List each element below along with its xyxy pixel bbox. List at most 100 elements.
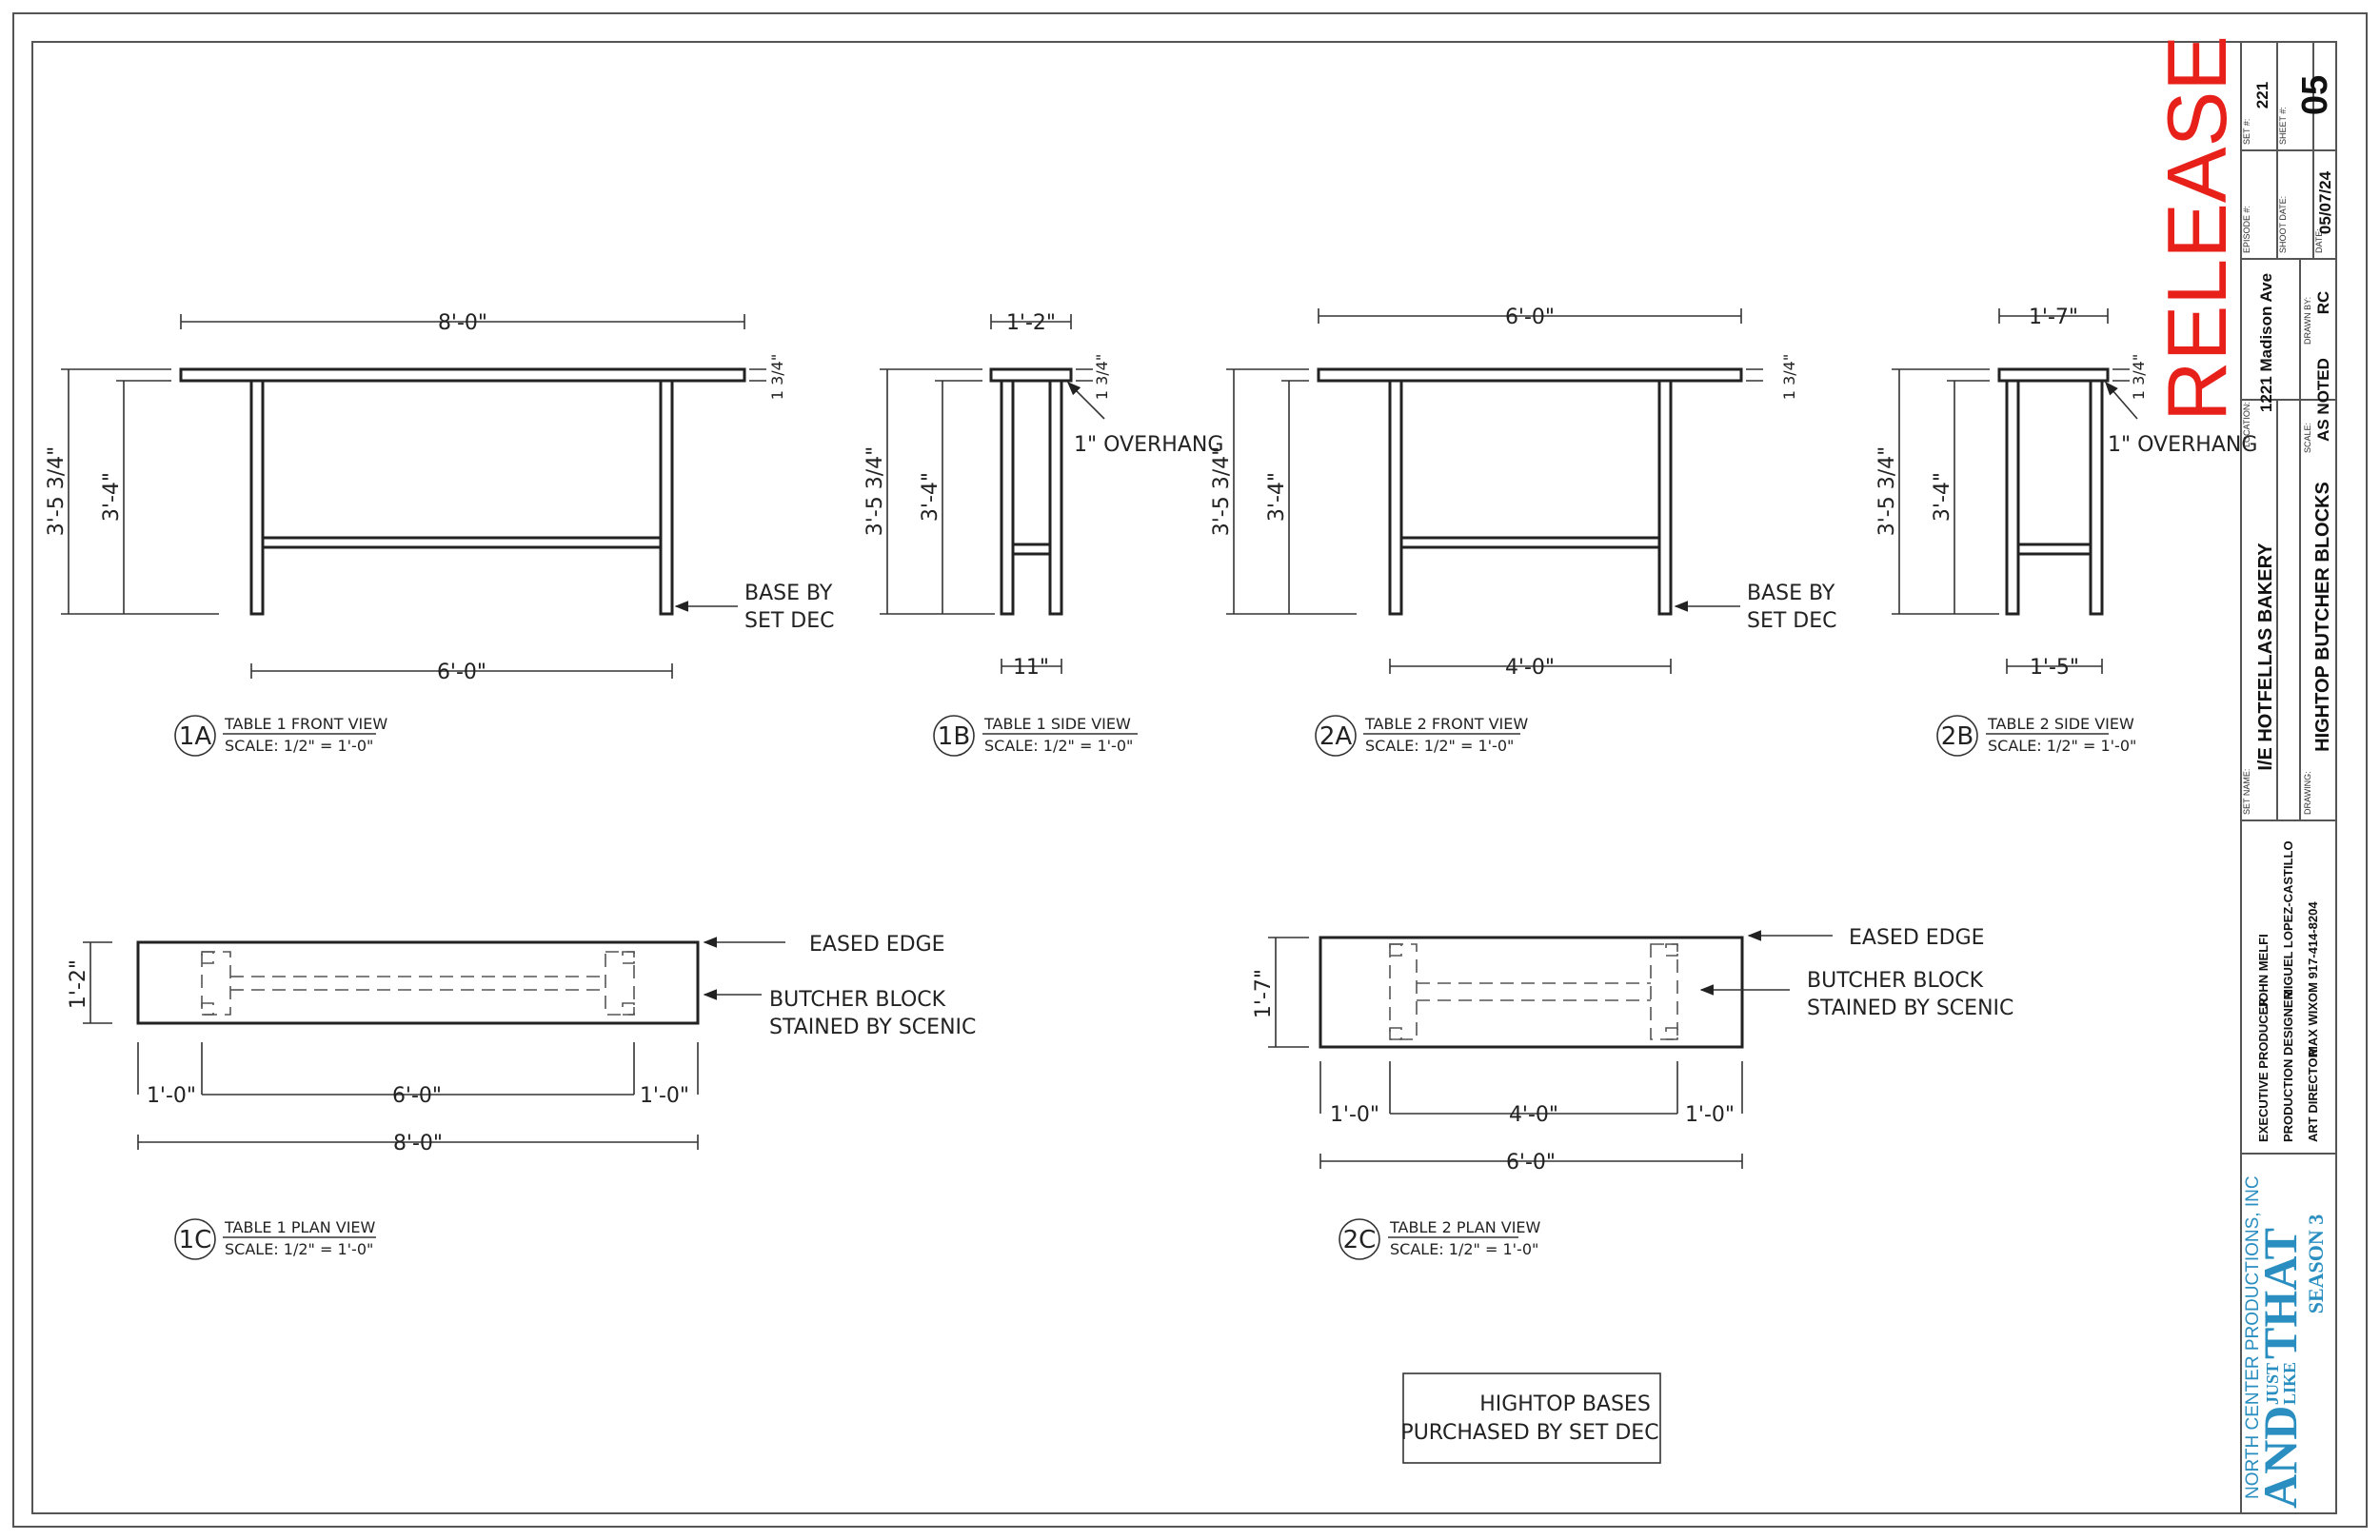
view-scale: SCALE: 1/2" = 1'-0": [225, 737, 373, 755]
note-base-by: BASE BY: [1747, 582, 1835, 605]
show-logo: NORTH CENTER PRODUCTIONS, INC AND JUST L…: [2243, 1175, 2328, 1509]
drawn-by-value: RC: [2314, 291, 2332, 315]
dim-overall-height: 3'-5 3/4": [45, 446, 69, 537]
dim-plan-mid: 6'-0": [392, 1084, 442, 1108]
dim-top-thickness: 1 3/4": [1780, 354, 1798, 400]
dim-base-length: 4'-0": [1505, 656, 1555, 680]
credit-role: ART DIRECTOR: [2306, 1048, 2320, 1142]
credit-role: EXECUTIVE PRODUCER: [2256, 997, 2271, 1142]
dim-overall-height: 3'-5 3/4": [1875, 446, 1899, 537]
note-eased-edge: EASED EDGE: [809, 933, 945, 957]
view-bubble: [1936, 715, 1978, 757]
table1-plan-view: 1'-2" 1'-0" 6'-0" 1'-0" 8'-0" EASED EDGE…: [67, 933, 976, 1260]
dim-overall-height: 3'-5 3/4": [863, 446, 887, 537]
dim-top-length: 6'-0": [1505, 306, 1555, 329]
table-top-plan: [1319, 936, 1744, 1049]
dim-plan-left: 1'-0": [147, 1084, 196, 1108]
dim-plan-depth: 1'-2": [67, 959, 90, 1009]
dim-top-length: 8'-0": [438, 311, 487, 335]
credit-name: MAX WIXOM 917-414-8204: [2306, 901, 2320, 1056]
location-value: 1221 Madison Ave: [2257, 273, 2275, 412]
note-butcher-block: BUTCHER BLOCK: [1807, 969, 1984, 993]
dim-side-base: 1'-5": [2030, 656, 2079, 680]
base-leg-frame: [1650, 943, 1678, 1040]
set-no: 221: [2253, 82, 2271, 109]
dim-side-base: 11": [1013, 656, 1049, 680]
view-scale: SCALE: 1/2" = 1'-0": [1390, 1240, 1538, 1258]
note-stained: STAINED BY SCENIC: [769, 1016, 976, 1039]
dim-side-depth: 1'-7": [2029, 306, 2078, 329]
note-overhang: 1" OVERHANG: [1074, 433, 1223, 457]
view-scale: SCALE: 1/2" = 1'-0": [984, 737, 1133, 755]
base-leg-frame: [605, 951, 635, 1016]
view-bubble: [1315, 715, 1357, 757]
location-label: LOCATION:: [2242, 402, 2251, 447]
note-base-by: BASE BY: [744, 582, 833, 605]
note-box-line2: PURCHASED BY SET DEC: [1400, 1421, 1658, 1445]
drawing-title: HIGHTOP BUTCHER BLOCKS: [2312, 482, 2333, 752]
note-set-dec: SET DEC: [1747, 609, 1837, 633]
view-title: TABLE 1 PLAN VIEW: [224, 1218, 376, 1236]
view-scale: SCALE: 1/2" = 1'-0": [1988, 737, 2136, 755]
dim-base-length: 6'-0": [437, 661, 486, 684]
scale-value: AS NOTED: [2314, 358, 2332, 442]
logo-like: LIKE: [2280, 1362, 2299, 1405]
view-id: 2A: [1319, 722, 1353, 751]
dim-overall-height: 3'-5 3/4": [1210, 446, 1234, 537]
view-bubble: [1339, 1218, 1380, 1260]
dim-top-thickness: 1 3/4": [768, 354, 786, 400]
base-leg-frame: [1389, 943, 1418, 1040]
note-butcher-block: BUTCHER BLOCK: [769, 988, 946, 1012]
dim-plan-right: 1'-0": [1685, 1103, 1735, 1127]
sheet-no: 05: [2295, 75, 2335, 115]
dim-plan-depth: 1'-7": [1252, 969, 1276, 1018]
table-leg: [249, 379, 265, 616]
table-top: [989, 367, 1073, 383]
table-leg: [2005, 379, 2020, 616]
title-block: SET #: 221 SHEET #: 05 EPISODE #: SHOOT …: [2240, 41, 2337, 1514]
table2-side-view: 1'-7" 1 3/4" 3'-5 3/4" 3'-4" 1'-5" 1" OV…: [1875, 306, 2257, 757]
credit-name: MIGUEL LOPEZ-CASTILLO: [2281, 840, 2295, 999]
episode-label: EPISODE #:: [2242, 206, 2251, 253]
note-set-dec: SET DEC: [744, 609, 835, 633]
table-leg: [2089, 379, 2104, 616]
note-box-line1: HIGHTOP BASES: [1479, 1392, 1651, 1416]
view-id: 1B: [938, 722, 970, 751]
table1-front-view: 8'-0" 1 3/4" 3'-5 3/4" 3'-4" 6'-0" BASE …: [45, 311, 835, 757]
set-name-label: SET NAME:: [2242, 769, 2251, 815]
view-title: TABLE 2 SIDE VIEW: [1987, 715, 2134, 733]
outer-border: [12, 12, 2368, 1528]
logo-season: SEASON 3: [2304, 1214, 2328, 1314]
dim-top-thickness: 1 3/4": [1093, 354, 1111, 400]
view-bubble: [174, 1218, 216, 1260]
table-leg: [1657, 379, 1673, 616]
view-bubble: [933, 715, 975, 757]
table-top: [1997, 367, 2110, 383]
date-label: DATE:: [2314, 228, 2324, 253]
dim-plan-overall: 8'-0": [393, 1132, 443, 1155]
table-top-plan: [136, 940, 700, 1025]
dim-plan-overall: 6'-0": [1506, 1151, 1556, 1175]
dim-top-thickness: 1 3/4": [2130, 354, 2148, 400]
table-top: [1317, 367, 1743, 383]
set-no-label: SET #:: [2242, 119, 2251, 145]
table1-side-view: 1'-2" 1 3/4" 3'-5 3/4" 3'-4" 11" 1" OVER…: [863, 311, 1223, 757]
dim-plan-left: 1'-0": [1330, 1103, 1379, 1127]
table2-front-view: 6'-0" 1 3/4" 3'-5 3/4" 3'-4" 4'-0" BASE …: [1210, 306, 1837, 757]
base-leg-frame: [201, 951, 231, 1016]
dim-side-depth: 1'-2": [1006, 311, 1056, 335]
dim-base-height: 3'-4": [1265, 472, 1289, 522]
credit-role: PRODUCTION DESIGNER: [2281, 990, 2295, 1142]
table-leg: [1388, 379, 1403, 616]
view-scale: SCALE: 1/2" = 1'-0": [1365, 737, 1514, 755]
company-name: NORTH CENTER PRODUCTIONS, INC: [2243, 1175, 2263, 1499]
view-bubble: [174, 715, 216, 757]
drawing-label: DRAWING:: [2303, 771, 2312, 815]
sheet-no-label: SHEET #:: [2278, 107, 2288, 145]
logo-just: JUST: [2263, 1363, 2282, 1405]
drawn-by-label: DRAWN BY:: [2303, 297, 2312, 345]
logo-that: THAT: [2253, 1228, 2307, 1359]
view-title: TABLE 2 PLAN VIEW: [1389, 1218, 1541, 1236]
view-id: 2B: [1941, 722, 1973, 751]
